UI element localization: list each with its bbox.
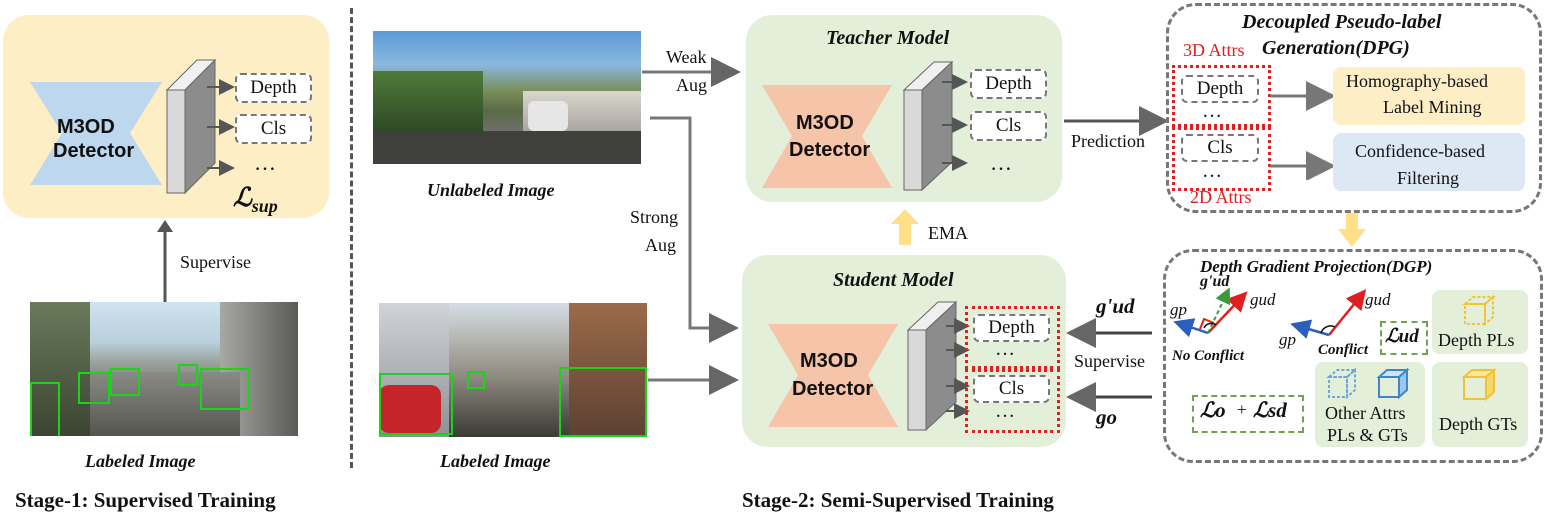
dgp-g-ud-label-1: gud <box>1250 290 1276 309</box>
stage1-labeled-caption: Labeled Image <box>85 451 196 471</box>
dpg-3d-attrs-group <box>1172 65 1271 127</box>
dpg-arrows <box>1270 81 1336 180</box>
stage1-detector-label-1: M3OD <box>57 116 115 138</box>
dpg-2d-attrs-label: 2D Attrs <box>1190 187 1252 207</box>
dpg-3d-attrs-label: 3D Attrs <box>1183 40 1245 60</box>
loss-ud-label: ℒud <box>1385 326 1419 347</box>
confidence-label-1: Confidence-based <box>1355 141 1485 161</box>
teacher-detector-label-1: M3OD <box>796 112 854 134</box>
g-o-label: go <box>1096 405 1117 429</box>
depth-gt-cube-icon <box>1461 367 1497 402</box>
student-detector-label-1: M3OD <box>800 350 858 372</box>
dgp-title: Depth Gradient Projection(DGP) <box>1200 257 1433 276</box>
stage1-loss: ℒsup <box>233 183 278 217</box>
loss-plus-label: + <box>1237 400 1247 419</box>
homography-label-2: Label Mining <box>1383 97 1482 117</box>
student-depth-more: … <box>995 338 1015 360</box>
loss-o-sd-box <box>1192 395 1304 433</box>
stage1-output-arrows <box>207 79 235 176</box>
dpg-panel <box>1166 3 1542 213</box>
other-attrs-label-2: PLs & GTs <box>1327 425 1408 445</box>
dpg-cls-item: Cls <box>1181 134 1259 162</box>
stage1-cls-output: Cls <box>235 114 312 144</box>
dgp-panel <box>1163 249 1543 463</box>
stage1-detector-icon <box>30 82 162 185</box>
stage1-supervise-arrow <box>157 220 173 302</box>
weak-aug-label-2: Aug <box>676 75 707 95</box>
homography-label-mining-box <box>1333 67 1525 125</box>
stage1-title: Stage-1: Supervised Training <box>15 488 276 512</box>
teacher-output-arrows <box>942 74 968 171</box>
stage2-title: Stage-2: Semi-Supervised Training <box>742 488 1054 512</box>
student-cls-output: Cls <box>973 375 1050 403</box>
strong-aug-label-2: Aug <box>645 235 676 255</box>
stage1-labeled-image <box>30 302 298 436</box>
student-detector-label-2: Detector <box>792 378 874 400</box>
stage2-labeled-image <box>379 303 647 437</box>
stage-separator <box>350 8 353 468</box>
ema-arrow-icon <box>891 209 919 245</box>
conflict-label: Conflict <box>1318 342 1369 358</box>
dgp-g-p-label-1: gp <box>1170 300 1187 319</box>
dgp-g-p-label-2: gp <box>1279 330 1296 349</box>
student-3d-outputs-group <box>965 306 1060 369</box>
dpg-title-2: Generation(DPG) <box>1262 37 1410 59</box>
prediction-label: Prediction <box>1071 131 1145 151</box>
other-attrs-label-1: Other Attrs <box>1325 403 1406 423</box>
other-gt-cube-icon <box>1376 367 1410 400</box>
student-feature-block-icon <box>906 300 958 432</box>
weak-aug-label-1: Weak <box>666 47 707 67</box>
conflict-gradient-diagram <box>1290 289 1367 339</box>
student-supervise-label: Supervise <box>1074 351 1145 371</box>
confidence-filtering-box <box>1333 133 1525 191</box>
dpg-to-dgp-arrow-icon <box>1338 213 1366 247</box>
stage1-more-outputs: … <box>254 150 276 175</box>
student-detector-icon <box>768 324 898 427</box>
unlabeled-caption: Unlabeled Image <box>427 180 555 200</box>
stage1-detector-label-2: Detector <box>53 140 135 162</box>
teacher-model-title: Teacher Model <box>826 27 950 49</box>
depth-pl-cube-icon <box>1462 294 1496 327</box>
loss-ud-box <box>1380 321 1428 355</box>
confidence-label-2: Filtering <box>1397 168 1459 188</box>
strong-aug-label-1: Strong <box>630 207 679 227</box>
stage1-depth-output: Depth <box>235 73 312 103</box>
stage2-labeled-caption: Labeled Image <box>440 451 551 471</box>
loss-sd-label: ℒsd <box>1253 398 1287 422</box>
dpg-depth-item: Depth <box>1181 75 1259 103</box>
depth-pls-label: Depth PLs <box>1438 330 1515 350</box>
depth-pls-box <box>1432 290 1528 354</box>
stage1-supervise-label: Supervise <box>180 252 251 272</box>
dpg-2d-dots: … <box>1202 160 1222 182</box>
no-conflict-gradient-diagram <box>1173 287 1248 338</box>
other-pl-cube-icon <box>1326 367 1358 400</box>
teacher-feature-block-icon <box>902 60 954 192</box>
teacher-detector-label-2: Detector <box>789 139 871 161</box>
dgp-g-ud-prime-label: g'ud <box>1200 273 1230 290</box>
student-cls-more: … <box>995 400 1015 422</box>
dpg-title-1: Decoupled Pseudo-label <box>1242 11 1442 33</box>
teacher-depth-output: Depth <box>970 69 1047 99</box>
depth-gts-label: Depth GTs <box>1439 414 1518 434</box>
student-depth-output: Depth <box>973 314 1050 342</box>
stage1-feature-block-icon <box>165 58 217 195</box>
dgp-g-ud-label-2: gud <box>1365 290 1391 309</box>
g-ud-prime-label: g'ud <box>1096 294 1135 318</box>
no-conflict-label: No Conflict <box>1172 348 1245 364</box>
teacher-cls-output: Cls <box>970 111 1047 141</box>
teacher-detector-icon <box>762 85 892 188</box>
dpg-3d-dots: … <box>1202 100 1222 122</box>
student-output-arrows <box>946 318 970 419</box>
student-2d-outputs-group <box>965 369 1060 433</box>
dpg-2d-attrs-group <box>1172 127 1271 191</box>
student-model-title: Student Model <box>833 269 954 291</box>
ema-label: EMA <box>928 223 968 243</box>
homography-label-1: Homography-based <box>1346 71 1488 91</box>
loss-o-label: ℒo <box>1200 398 1226 422</box>
teacher-more-outputs: … <box>990 150 1012 175</box>
unlabeled-image <box>373 31 641 164</box>
